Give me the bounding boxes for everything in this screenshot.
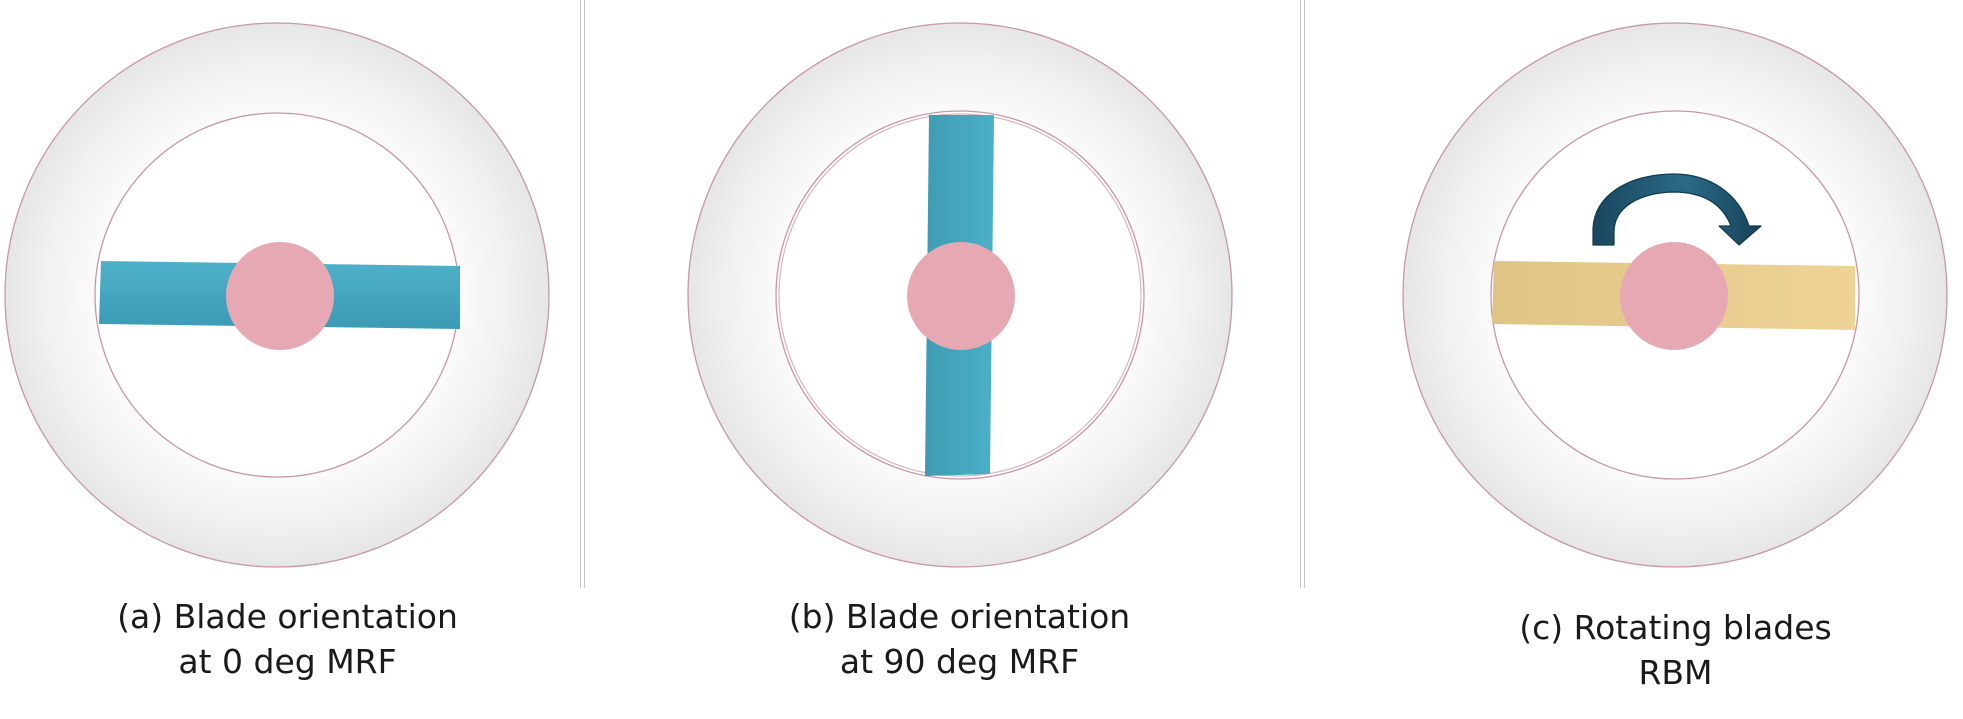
panel-divider-2 xyxy=(1300,0,1305,588)
caption-b-line1: (b) Blade orientation xyxy=(788,597,1131,636)
outer-ring xyxy=(4,22,550,568)
panel-a: (a) Blade orientation at 0 deg MRF xyxy=(0,0,575,719)
caption-a-line1: (a) Blade orientation xyxy=(117,597,458,636)
inner-ring-edge xyxy=(778,113,1142,477)
panel-b-diagram xyxy=(687,22,1233,568)
panel-c: (c) Rotating blades RBM xyxy=(1388,0,1963,719)
outer-ring xyxy=(687,22,1233,568)
hub xyxy=(226,242,334,350)
panel-divider-1 xyxy=(580,0,585,588)
panel-c-diagram xyxy=(1402,22,1948,568)
panel-b: (b) Blade orientation at 90 deg MRF xyxy=(672,0,1247,719)
caption-b-line2: at 90 deg MRF xyxy=(839,642,1080,681)
caption-a-line2: at 0 deg MRF xyxy=(178,642,397,681)
hub xyxy=(907,242,1015,350)
caption-c-line1: (c) Rotating blades xyxy=(1519,608,1832,647)
caption-c: (c) Rotating blades RBM xyxy=(1388,605,1963,695)
panel-a-diagram xyxy=(4,22,550,568)
outer-ring xyxy=(1402,22,1948,568)
caption-a: (a) Blade orientation at 0 deg MRF xyxy=(0,594,575,684)
hub xyxy=(1620,242,1728,350)
caption-b: (b) Blade orientation at 90 deg MRF xyxy=(672,594,1247,684)
clockwise-arrow-icon xyxy=(1592,173,1762,246)
caption-c-line2: RBM xyxy=(1638,653,1713,692)
